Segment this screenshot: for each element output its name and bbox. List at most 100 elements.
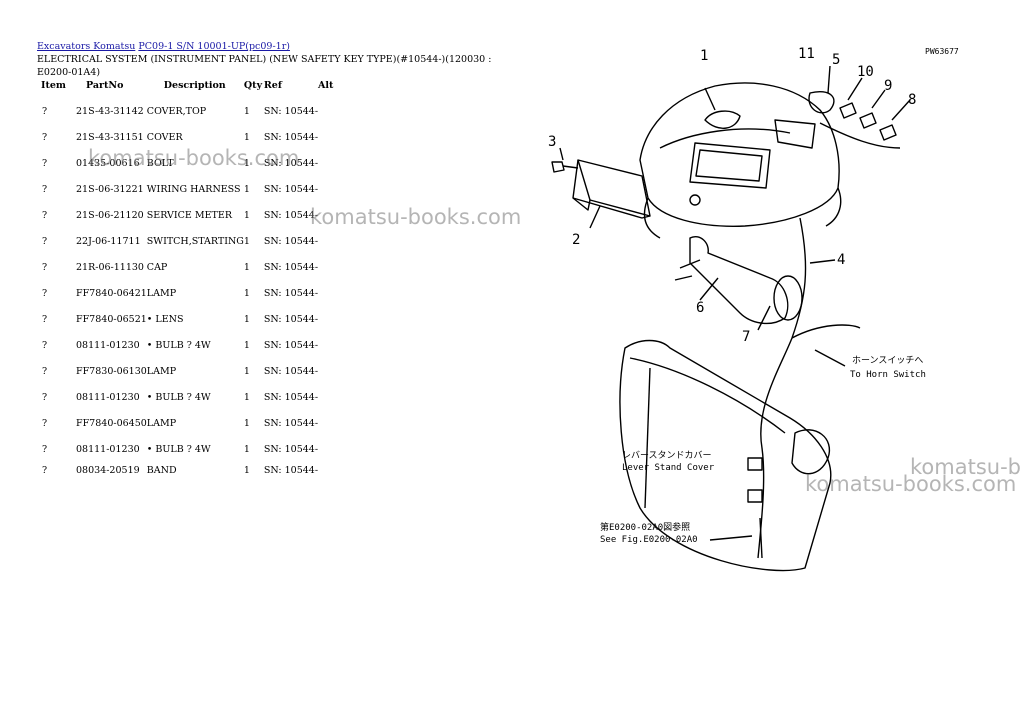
callout-1: 1 [700, 48, 708, 64]
cell-item: ? [42, 417, 48, 429]
cell-alt [318, 462, 338, 478]
see-fig-jp: 第E0200-02A0図参照 [600, 521, 690, 533]
cell-ref: SN: 10544- [263, 287, 319, 299]
cell-ref: SN: 10544- [263, 417, 319, 429]
callout-5: 5 [832, 52, 840, 68]
cell-qty: 1 [243, 443, 250, 455]
cell-partno: 01435-00616 [76, 157, 140, 169]
cell-partno: FF7840-06450 [76, 417, 147, 429]
cell-alt [318, 384, 338, 410]
lever-label-en: Lever Stand Cover [622, 463, 715, 473]
drawing-code: PW63677 [925, 47, 959, 56]
cell-qty: 1 [243, 209, 250, 221]
cell-item: ? [42, 183, 48, 195]
cell-partno: 08034-20519 [76, 464, 140, 476]
cell-ref: SN: 10544- [263, 183, 319, 195]
cell-item: ? [42, 157, 48, 169]
parts-diagram: PW63677 1 2 3 4 5 6 7 8 9 10 11 ホーンスイッチへ… [548, 46, 959, 572]
cell-qty: 1 [243, 365, 250, 377]
cell-partno: 21S-43-31151 [76, 131, 144, 143]
cell-qty: 1 [243, 313, 250, 325]
cell-item: ? [42, 105, 48, 117]
cell-item: ? [42, 131, 48, 143]
cell-alt [318, 228, 338, 254]
cell-alt [318, 410, 338, 436]
cell-ref: SN: 10544- [263, 339, 319, 351]
cell-alt [318, 124, 338, 150]
callout-11: 11 [798, 46, 815, 62]
watermark: komatsu-books.com [310, 205, 522, 229]
cell-ref: SN: 10544- [263, 464, 319, 476]
cell-description: LAMP [146, 287, 177, 299]
cell-description: BOLT [146, 157, 174, 169]
breadcrumb-link-model[interactable]: PC09-1 S/N 10001-UP(pc09-1r) [138, 41, 290, 52]
cell-partno: FF7840-06521 [76, 313, 147, 325]
cell-qty: 1 [243, 157, 250, 169]
cell-item: ? [42, 443, 48, 455]
lever-label-jp: レバースタンドカバー [622, 450, 712, 461]
cell-partno: 21S-43-31142 [76, 105, 144, 117]
cell-alt [318, 254, 338, 280]
cell-alt [318, 306, 338, 332]
page-title: ELECTRICAL SYSTEM (INSTRUMENT PANEL) (NE… [37, 54, 492, 78]
see-fig-en: See Fig.E0200-02A0 [600, 535, 698, 545]
cell-qty: 1 [243, 287, 250, 299]
cell-partno: 08111-01230 [76, 443, 140, 455]
top-cover [639, 82, 840, 227]
cell-partno: FF7830-06130 [76, 365, 147, 377]
cell-description: LAMP [146, 365, 177, 377]
cell-description: BAND [146, 464, 177, 476]
cell-ref: SN: 10544- [263, 313, 319, 325]
cell-description: SERVICE METER [146, 209, 232, 221]
callout-4: 4 [837, 252, 845, 268]
col-header-qty: Qty [243, 79, 263, 91]
table-row: ? FF7840-06521• LENS 1 SN: 10544- [37, 306, 338, 332]
callout-10: 10 [857, 64, 874, 80]
cell-item: ? [42, 339, 48, 351]
cell-ref: SN: 10544- [263, 209, 319, 221]
breadcrumb: Excavators Komatsu PC09-1 S/N 10001-UP(p… [37, 40, 497, 79]
cell-item: ? [42, 313, 48, 325]
callout-9: 9 [884, 78, 892, 94]
cell-alt [318, 332, 338, 358]
cell-item: ? [42, 464, 48, 476]
cell-item: ? [42, 235, 48, 247]
cell-qty: 1 [243, 183, 250, 195]
cell-ref: SN: 10544- [263, 365, 319, 377]
cell-qty: 1 [243, 105, 250, 117]
table-header-row: Item PartNo Description Qty Ref Alt [37, 78, 338, 98]
watermark: komatsu-books.com [88, 146, 300, 170]
cell-qty: 1 [243, 131, 250, 143]
col-header-item: Item [41, 79, 66, 91]
cell-description: COVER,TOP [146, 105, 207, 117]
callout-3: 3 [548, 134, 556, 150]
cell-description: • BULB ? 4W [146, 339, 211, 351]
cell-description: • BULB ? 4W [146, 391, 211, 403]
parts-table: Item PartNo Description Qty Ref Alt ? 21S… [37, 78, 338, 478]
callout-2: 2 [572, 232, 580, 248]
cell-partno: 21S-06-31221 [76, 183, 144, 195]
callout-7: 7 [742, 329, 750, 345]
cell-item: ? [42, 287, 48, 299]
cell-alt [318, 358, 338, 384]
cell-item: ? [42, 209, 48, 221]
cell-description: LAMP [146, 417, 177, 429]
breadcrumb-link-excavators[interactable]: Excavators Komatsu [37, 41, 136, 52]
cell-ref: SN: 10544- [263, 391, 319, 403]
cell-description: • LENS [146, 313, 184, 325]
cell-alt [318, 176, 338, 202]
cell-ref: SN: 10544- [263, 105, 319, 117]
cell-qty: 1 [243, 464, 250, 476]
col-header-alt: Alt [318, 79, 334, 91]
callout-6: 6 [696, 300, 704, 316]
cell-ref: SN: 10544- [263, 235, 319, 247]
cell-alt [318, 436, 338, 462]
cell-ref: SN: 10544- [263, 131, 319, 143]
